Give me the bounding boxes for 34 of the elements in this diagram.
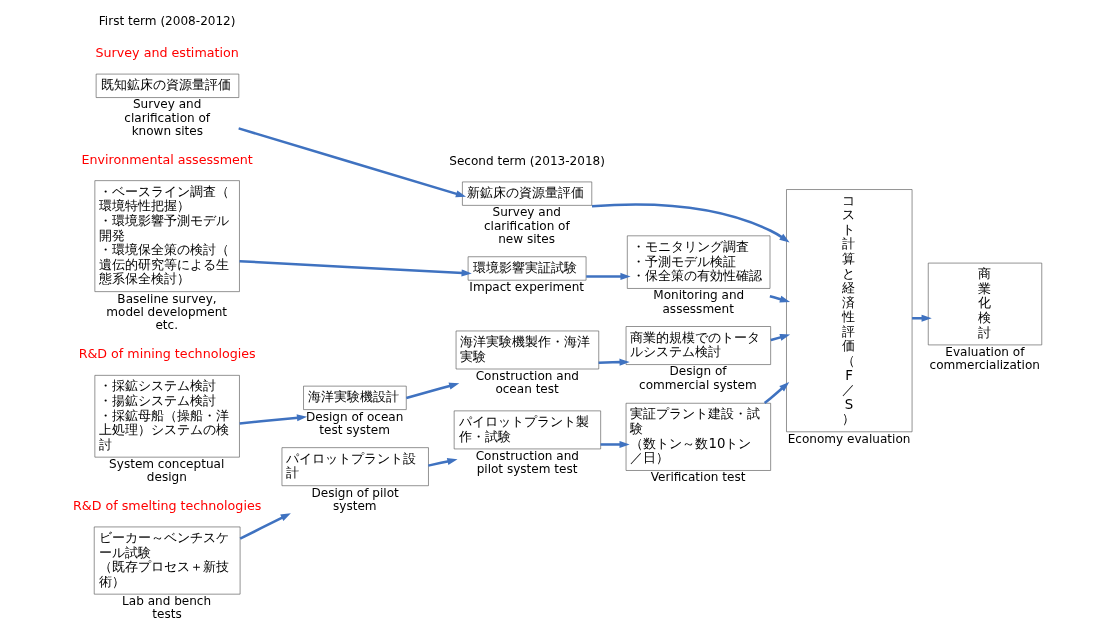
arrow (238, 259, 472, 277)
arrow (598, 358, 630, 366)
label: Environmental assessment (80, 151, 253, 167)
node-label: Design of ocean test system (305, 409, 403, 437)
arrow (239, 414, 307, 425)
arrow (911, 314, 932, 322)
node-label: Baseline survey, model development etc. (105, 291, 227, 333)
node-label: Survey and clarification of known sites (123, 97, 210, 139)
arrow (600, 440, 630, 449)
node-label: System conceptual design (108, 457, 224, 485)
node-label: Survey and clarification of new sites (483, 205, 570, 246)
arrow (239, 513, 291, 540)
label: First term (2008-2012) (98, 14, 236, 29)
label: Second term (2013-2018) (448, 153, 605, 168)
node-label: Design of pilot system (310, 485, 399, 513)
arrow (405, 382, 459, 400)
arrow (585, 272, 631, 280)
node-label: Monitoring and assessment (652, 288, 744, 316)
node-label: Construction and pilot system test (475, 448, 579, 477)
arrow (769, 295, 790, 303)
label: R&D of mining technologies (78, 345, 256, 361)
node-label: Impact experiment (468, 280, 584, 295)
node-label: Construction and ocean test (475, 368, 579, 397)
node-label: Economy evaluation (787, 431, 910, 446)
arrow (427, 458, 458, 467)
label: Survey and estimation (95, 44, 239, 60)
label: R&D of smelting technologies (72, 497, 261, 513)
node-label: Evaluation of commercialization (929, 344, 1040, 373)
node-label: Lab and bench tests (121, 594, 211, 622)
arrow (763, 381, 789, 404)
arrow (591, 203, 790, 243)
arrow (237, 127, 466, 198)
node-label: Verification test (650, 470, 745, 485)
node-label: Design of commercial system (638, 364, 757, 392)
